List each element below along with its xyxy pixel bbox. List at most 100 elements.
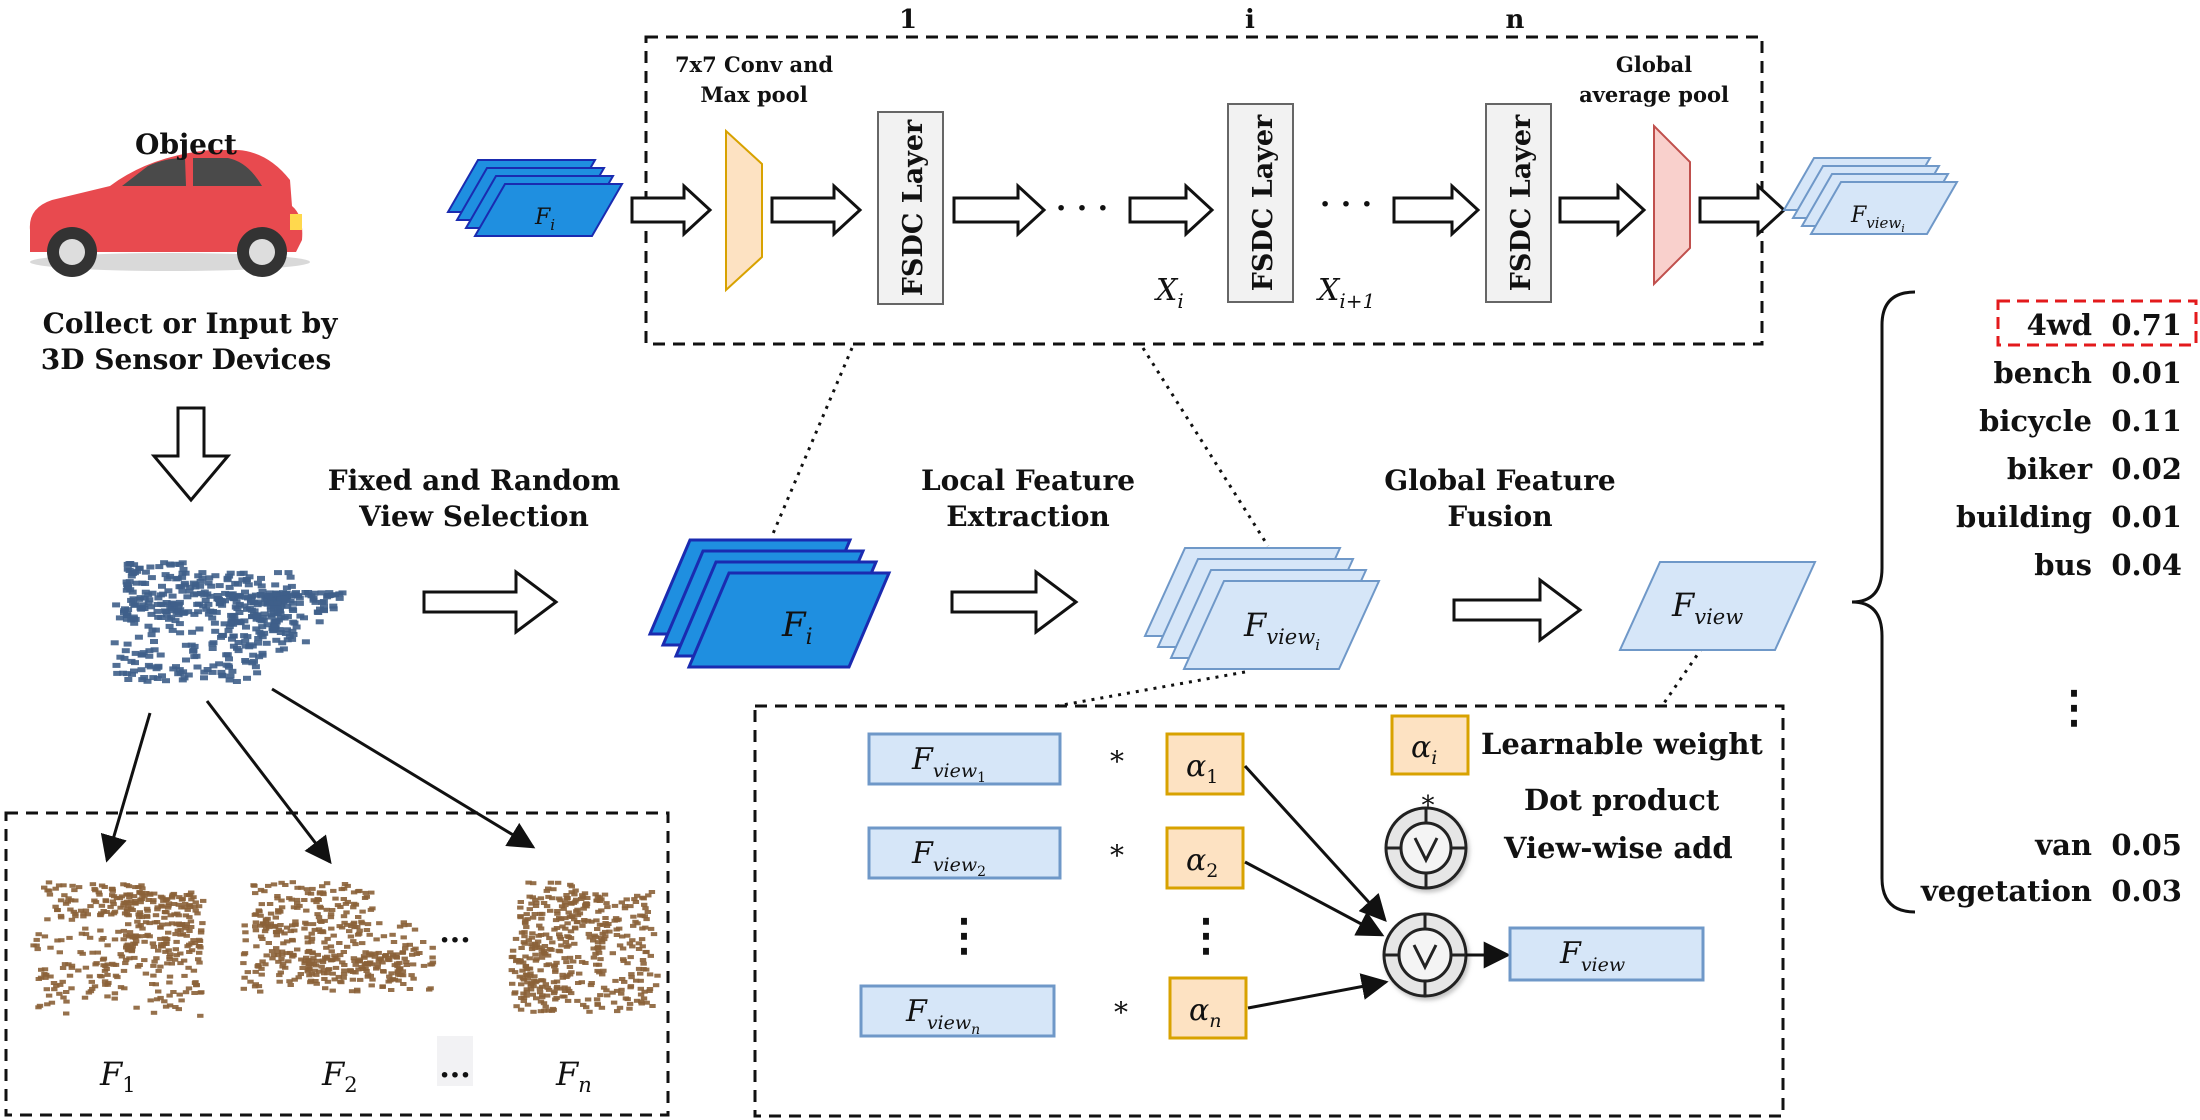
- svg-text:Fview2: Fview2: [911, 836, 986, 880]
- prediction-brace: [1851, 290, 1916, 914]
- alpha-2-box: α2: [1165, 826, 1245, 890]
- collect-line2: 3D Sensor Devices: [41, 343, 331, 376]
- view-wise-add-node: [1382, 912, 1468, 998]
- alpha-vdots: ⋮: [1184, 910, 1228, 961]
- svg-text:αn: αn: [1189, 993, 1222, 1032]
- view-cloud-n: [508, 880, 661, 1014]
- fusion-dashed-box: [753, 704, 1785, 1118]
- zoom-line-right: [1141, 347, 1270, 547]
- svg-text:Fi: Fi: [781, 605, 813, 650]
- label-Xi1: Xi+1: [1316, 273, 1375, 313]
- legend-learnable-weight: Learnable weight: [1481, 727, 1763, 761]
- prediction-label: 4wd: [2027, 308, 2092, 342]
- gap-label-line2: average pool: [1579, 82, 1729, 107]
- prediction-label: building: [1956, 500, 2092, 534]
- view-cloud-1: [30, 880, 207, 1018]
- global-avg-pool-block: [1653, 123, 1691, 287]
- view-ellipsis-top: ···: [439, 923, 470, 958]
- top-prediction-highlight: [1996, 299, 2198, 347]
- backbone-arrow-6: [1558, 182, 1647, 238]
- svg-text:FSDC Layer: FSDC Layer: [1248, 114, 1279, 291]
- backbone-arrow-7: [1698, 182, 1787, 238]
- svg-text:FSDC Layer: FSDC Layer: [1506, 114, 1537, 291]
- zoom-line-fusion-left: [1056, 670, 1246, 708]
- svg-text:αi: αi: [1411, 730, 1437, 769]
- fview-n-box: Fviewn: [859, 984, 1056, 1038]
- view-cloud-2: [240, 880, 437, 994]
- backbone-arrows: [630, 182, 1787, 238]
- svg-text:Fview1: Fview1: [911, 742, 986, 786]
- fuse-arrow-n: [1247, 973, 1389, 1010]
- view-arrow-3: [271, 687, 536, 849]
- backbone-arrow-3: [952, 182, 1047, 238]
- local-feature-line2: Extraction: [946, 500, 1110, 533]
- collect-line1: Collect or Input by: [43, 307, 339, 340]
- fview-vdots: ⋮: [942, 910, 986, 961]
- feature-stack-Fview-i: Fviewi: [1143, 547, 1381, 670]
- label-F1: F1: [99, 1055, 136, 1097]
- fsdc-layer-i: FSDC Layer: [1227, 103, 1294, 303]
- mid-arrow-3: [1452, 577, 1583, 643]
- feature-stack-Fi: Fi: [647, 538, 892, 669]
- label-F2: F2: [321, 1055, 358, 1097]
- svg-text:Fviewi: Fviewi: [1243, 606, 1320, 654]
- conv-label-line1: 7x7 Conv and: [675, 52, 833, 77]
- svg-text:α1: α1: [1186, 749, 1218, 788]
- global-fusion-line1: Global Feature: [1384, 464, 1616, 497]
- prediction-score: 0.02: [2111, 452, 2182, 486]
- zoom-line-fusion-right: [1660, 647, 1704, 707]
- fusion-output-Fview: Fview: [1508, 926, 1705, 982]
- prediction-score: 0.05: [2111, 828, 2182, 862]
- view-selection-line2: View Selection: [358, 500, 589, 533]
- legend-add-icon: [1384, 806, 1468, 890]
- layer-index-1: 1: [899, 5, 917, 35]
- prediction-score: 0.11: [2111, 404, 2182, 438]
- layer-index-n: n: [1506, 5, 1525, 35]
- dots-top-2: · · ·: [1320, 187, 1372, 222]
- prediction-score: 0.04: [2111, 548, 2182, 582]
- global-fusion-line2: Fusion: [1447, 500, 1552, 533]
- conv-label-line2: Max pool: [700, 82, 807, 107]
- prediction-label: van: [2034, 828, 2092, 862]
- svg-text:Fviewi: Fviewi: [1850, 203, 1905, 235]
- prediction-label: bench: [1993, 356, 2092, 390]
- backbone-arrow-1: [630, 182, 713, 238]
- prediction-label: biker: [2007, 452, 2093, 486]
- view-ellipsis-bottom: ···: [439, 1058, 470, 1093]
- legend-alpha-box: αi: [1390, 714, 1470, 776]
- svg-text:Fview: Fview: [1671, 586, 1743, 629]
- global-feature-Fview: Fview: [1618, 561, 1817, 651]
- input-stack-Fi: Fi: [446, 159, 624, 237]
- svg-text:FSDC Layer: FSDC Layer: [898, 119, 929, 296]
- fsdc-layer-1: FSDC Layer: [877, 111, 944, 305]
- backbone-arrow-4: [1128, 182, 1215, 238]
- layer-index-i: i: [1245, 5, 1255, 35]
- view-arrow-2: [205, 700, 332, 865]
- car-icon: [29, 150, 310, 277]
- views-dashed-box: [4, 811, 670, 1117]
- view-ellipsis-bg: [437, 1036, 473, 1086]
- output-stack-Fview-i: Fviewi: [1782, 157, 1959, 235]
- view-arrow-1: [100, 712, 152, 863]
- gap-label-line1: Global: [1616, 52, 1692, 77]
- prediction-label: bicycle: [1979, 404, 2092, 438]
- mid-arrow-2: [950, 569, 1079, 635]
- down-arrow: [150, 406, 232, 503]
- star-n: *: [1114, 996, 1128, 1029]
- fview-1-box: Fview1: [867, 732, 1062, 786]
- svg-text:Fviewn: Fviewn: [905, 994, 980, 1038]
- point-cloud-object: [110, 560, 347, 684]
- backbone-arrow-5: [1392, 182, 1481, 238]
- label-Fn: Fn: [555, 1055, 592, 1097]
- prediction-score: 0.01: [2111, 500, 2182, 534]
- prediction-score: 0.03: [2111, 874, 2182, 908]
- svg-text:Fview: Fview: [1559, 936, 1625, 976]
- fuse-arrow-1: [1243, 764, 1387, 922]
- dots-top-1: · · ·: [1056, 191, 1108, 226]
- svg-text:α2: α2: [1186, 843, 1218, 882]
- zoom-line-left: [770, 347, 854, 537]
- fsdc-layer-n: FSDC Layer: [1485, 103, 1552, 303]
- star-2: *: [1110, 839, 1124, 872]
